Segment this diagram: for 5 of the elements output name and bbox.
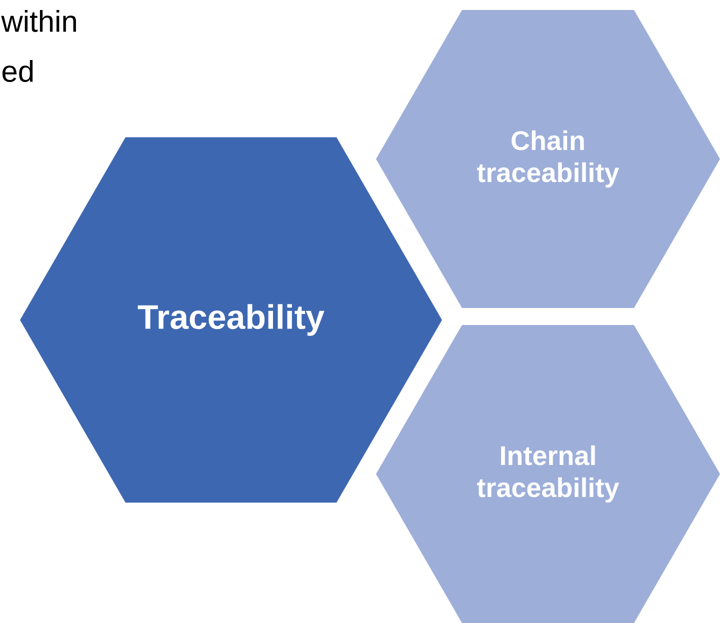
hexagon: Traceability [20,137,442,503]
hexagon: Chain traceability [376,10,720,308]
text-fragment: ed [2,60,33,82]
text-fragment: within [1,10,76,32]
hexagon: Internal traceability [376,325,720,623]
